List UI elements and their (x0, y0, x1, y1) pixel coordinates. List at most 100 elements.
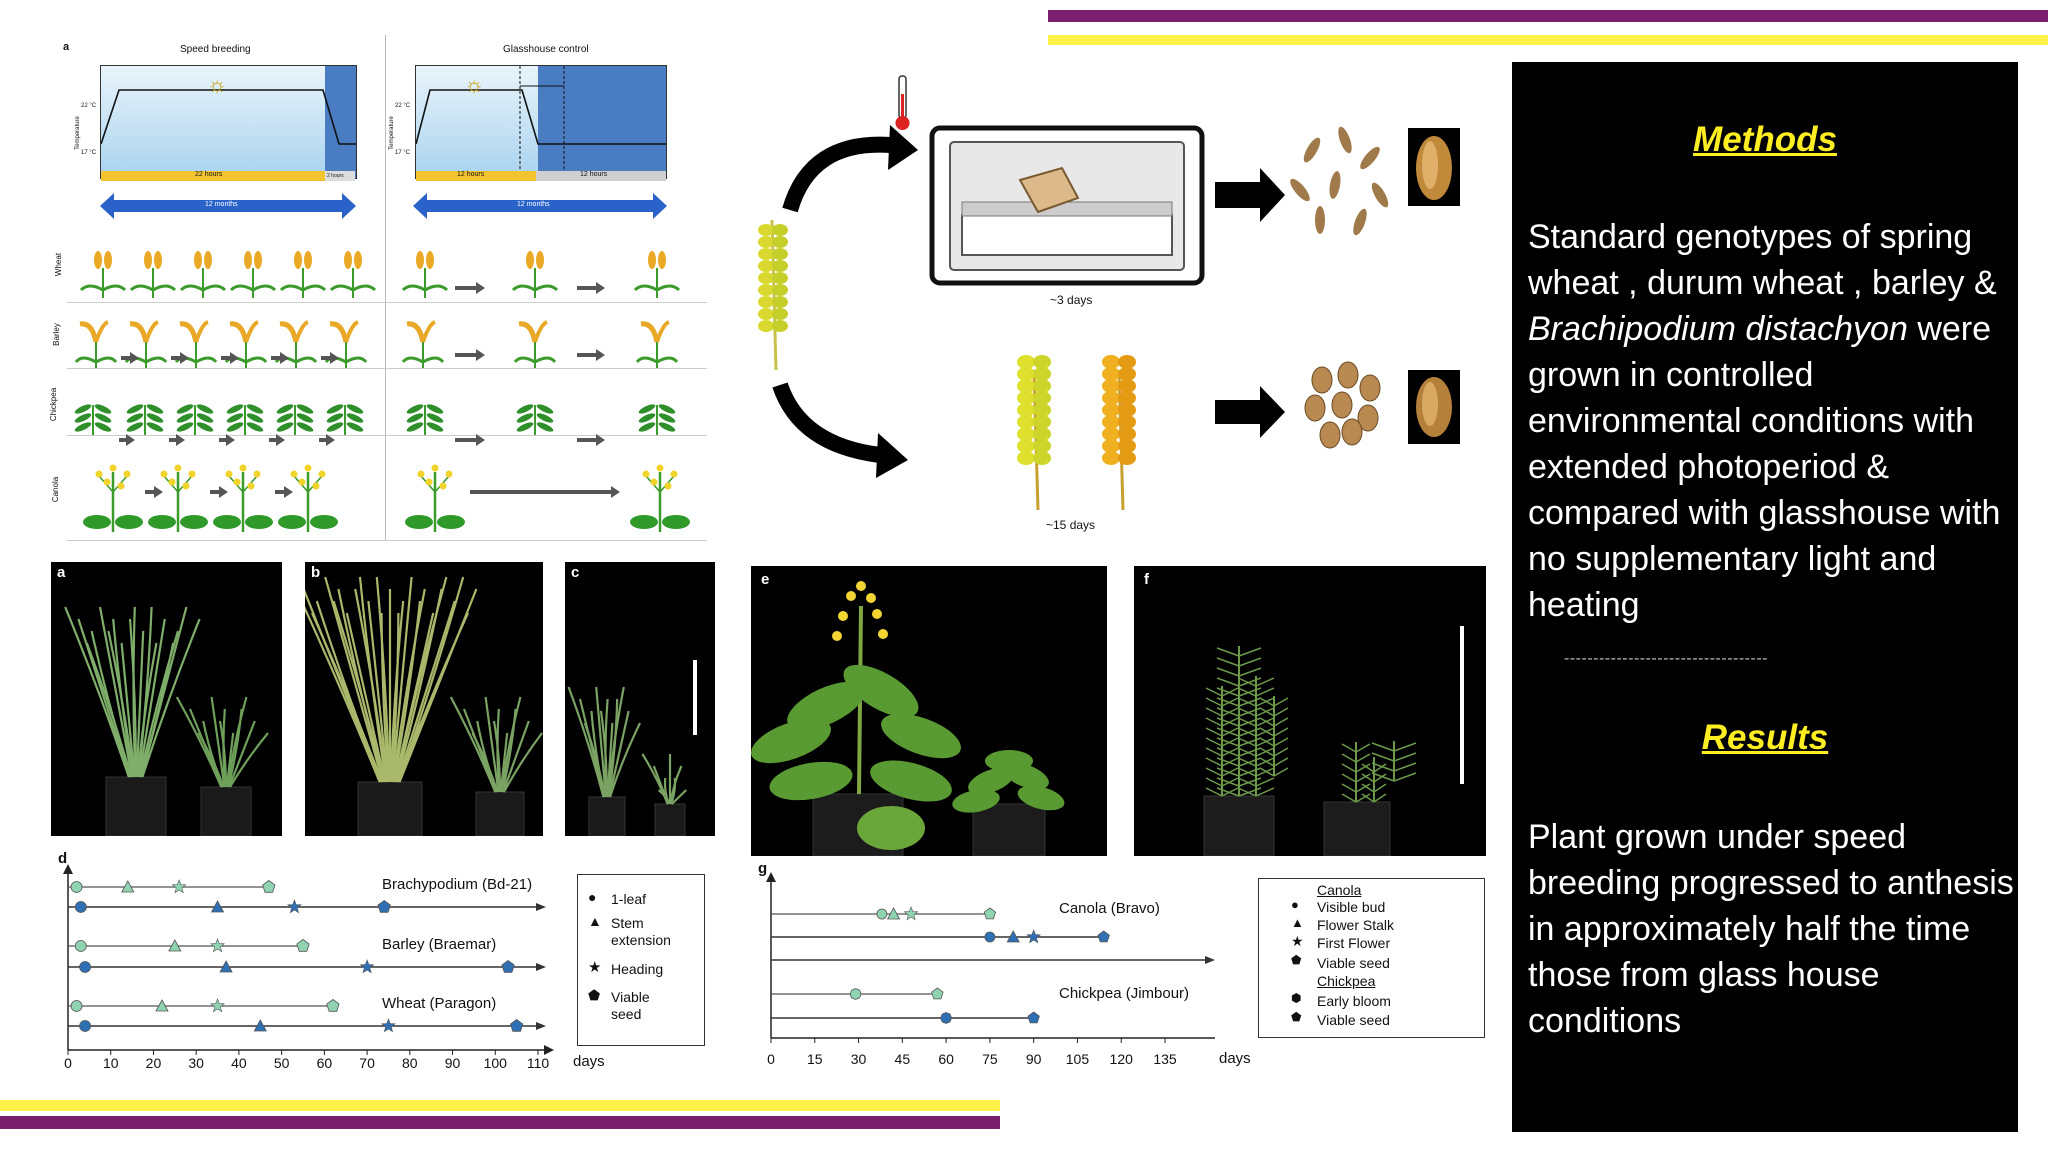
star-marker (380, 1018, 396, 1033)
legend-marker-star: ★ (588, 959, 602, 976)
glass-line-arrowhead (536, 963, 546, 971)
photo-e: e (751, 566, 1107, 856)
x-tick-label: 75 (982, 1051, 998, 1067)
glass-dark-label: 12 hours (580, 171, 608, 178)
plant-pot (105, 776, 167, 836)
x-tick-label: 15 (807, 1051, 823, 1067)
circle-marker (74, 901, 87, 913)
circle-marker (79, 961, 91, 973)
photo-a: a (51, 562, 282, 836)
glass-line-arrowhead (536, 903, 546, 911)
chart-d-xlabel: days (573, 1053, 605, 1070)
top-days-label: ~3 days (1050, 293, 1093, 307)
speed-ylabel: Temperature (74, 116, 81, 150)
x-tick-label: 50 (274, 1055, 290, 1071)
legend-marker-circle: ● (1291, 897, 1299, 912)
pentagon-marker (296, 939, 310, 952)
x-tick-label: 40 (231, 1055, 247, 1071)
grain-photo-top (1408, 128, 1460, 206)
chart-d-legend: ● 1-leaf ▲ Stem extension ★ Heading ⬟ Vi… (577, 874, 705, 1046)
row-separator (67, 368, 707, 369)
chickpea-plant-icon (516, 404, 554, 435)
triangle-marker (886, 907, 901, 920)
star-marker (359, 959, 375, 974)
pentagon-marker (1027, 1011, 1040, 1024)
right-arrow-top (1215, 168, 1285, 222)
plant-illustration (64, 606, 201, 778)
chickpea-plant-icon (638, 404, 676, 435)
legend-item-stem-extension: Stem extension (611, 915, 671, 948)
legend-first-flower: First Flower (1317, 935, 1391, 951)
legend-canola-heading: Canola (1317, 882, 1362, 898)
chickpea-tall-plant (1205, 646, 1289, 797)
pentagon-marker (377, 900, 391, 913)
speed-temp-lo: 17 °C (81, 150, 97, 156)
scale-bar (693, 660, 697, 735)
pentagon-marker (510, 1019, 524, 1032)
photo-c: c (565, 562, 715, 836)
right-arrow-bottom (1215, 386, 1285, 438)
wheat-ear-green-icon (1017, 355, 1051, 511)
x-tick-label: 60 (938, 1051, 954, 1067)
speed-dark-bar (325, 171, 355, 181)
curved-arrow-top (782, 136, 891, 213)
chickpea-plant-icon (406, 404, 444, 435)
chickpea-small-plant (1341, 741, 1417, 803)
sun-icon: ☼ (207, 72, 228, 97)
photo-letter-f: f (1144, 571, 1149, 588)
glass-dark-bar (536, 171, 666, 181)
speed-months-label: 12 months (205, 201, 238, 208)
progress-arrow (219, 434, 235, 446)
photo-letter-b: b (311, 564, 321, 581)
circle-marker (79, 1020, 91, 1032)
glass-light-label: 12 hours (457, 171, 485, 178)
legend-item-1-leaf: 1-leaf (611, 891, 647, 907)
star-marker (210, 938, 226, 953)
y-axis-arrowhead (766, 872, 776, 882)
photo-letter-e: e (761, 571, 770, 588)
plant-pot (972, 803, 1046, 856)
chickpea-plants-illustration (1203, 626, 1464, 856)
sun-icon: ☼ (464, 72, 485, 97)
x-tick-label: 20 (146, 1055, 162, 1071)
seed-cycle-diagram (758, 75, 1460, 511)
triangle-marker (1006, 930, 1020, 943)
chickpea-plant-icon (276, 404, 314, 435)
canola-plants-illustration (751, 581, 1065, 856)
x-tick-label: 90 (445, 1055, 461, 1071)
methods-text-part-2: were grown in controlled environmental c… (1528, 310, 2001, 624)
barley-plant-icon (274, 320, 318, 368)
wheat-plant-icon (401, 251, 449, 298)
progress-arrow (169, 434, 185, 446)
plant-pot (588, 796, 626, 836)
glass-line-arrowhead (536, 1022, 546, 1030)
star-marker (903, 906, 919, 921)
legend-marker-triangle: ▲ (1291, 915, 1304, 930)
germination-chamber-icon (929, 125, 1205, 286)
speed-temp-hi: 22 °C (81, 103, 97, 109)
legend-marker-pentagon: ⬟ (1291, 1010, 1302, 1024)
legend-item-viable-seed: Viable seed (611, 989, 650, 1022)
triangle-marker (219, 960, 233, 973)
wheat-plant-icon (129, 251, 177, 298)
plant-illustration (641, 753, 687, 805)
star-marker (210, 998, 226, 1013)
pentagon-marker (1097, 930, 1110, 943)
canola-plant-icon (630, 464, 690, 532)
legend-flower-stalk: Flower Stalk (1317, 917, 1395, 933)
chart-g-xlabel: days (1219, 1050, 1251, 1067)
octagon-marker (940, 1012, 953, 1024)
chickpea-plant-icon (176, 404, 214, 435)
wheat-plant-icon (633, 251, 681, 298)
progress-arrow (319, 434, 335, 446)
canola-plant-icon (405, 464, 465, 532)
figure-a-letter: a (63, 41, 70, 53)
legend-early-bloom: Early bloom (1317, 993, 1391, 1009)
legend-chickpea-heading: Chickpea (1317, 973, 1376, 989)
barley-plant-icon (401, 320, 445, 368)
wheat-ear-icon (758, 219, 788, 371)
x-axis-arrowhead (544, 1045, 554, 1055)
